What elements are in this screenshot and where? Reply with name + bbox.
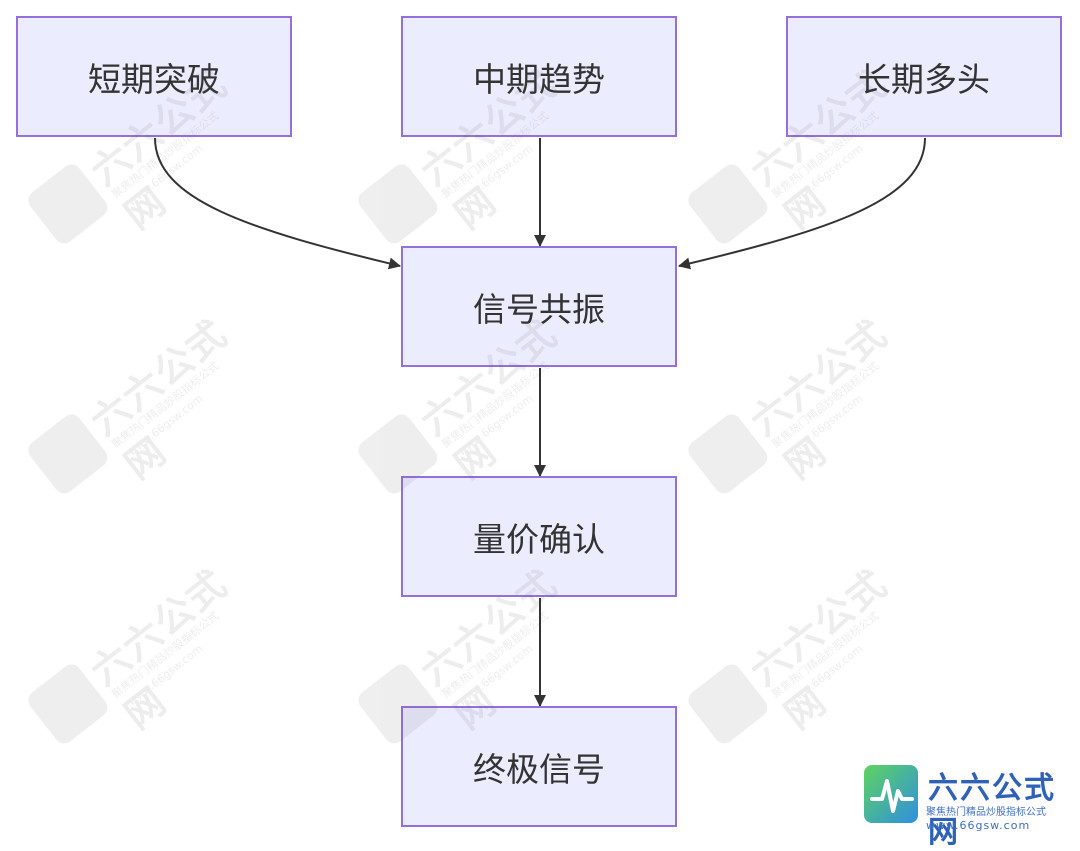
node-label: 信号共振 [473, 289, 605, 329]
node-short-term-breakout: 短期突破 [16, 16, 292, 137]
node-label: 量价确认 [473, 519, 605, 559]
node-signal-resonance: 信号共振 [401, 246, 677, 367]
node-label: 终极信号 [473, 749, 605, 789]
edge-long-to-resonance [678, 137, 926, 270]
node-label: 短期突破 [88, 59, 220, 99]
brand-logo-icon [864, 765, 918, 823]
node-volume-price-confirmation: 量价确认 [401, 476, 677, 597]
brand-logo-title: 六六公式网 [928, 771, 1056, 850]
edge-short-to-resonance [154, 137, 401, 270]
node-long-term-bullish: 长期多头 [786, 16, 1062, 137]
brand-logo-subtitle: 聚焦热门精品炒股指标公式 [926, 807, 1046, 818]
node-label: 长期多头 [858, 59, 990, 99]
brand-logo: 六六公式网 聚焦热门精品炒股指标公式 www.66gsw.com [862, 763, 1076, 850]
node-mid-term-trend: 中期趋势 [401, 16, 677, 137]
node-label: 中期趋势 [473, 59, 605, 99]
node-final-signal: 终极信号 [401, 706, 677, 827]
brand-logo-url: www.66gsw.com [926, 819, 1031, 832]
